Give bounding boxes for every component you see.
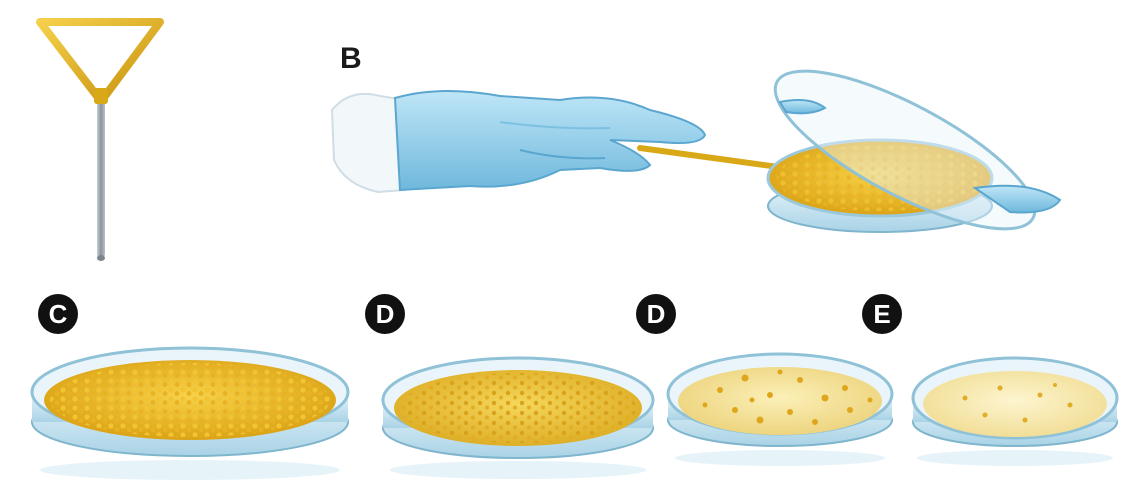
panel-label-b: B bbox=[340, 42, 362, 76]
panel-label-e: E bbox=[862, 294, 902, 334]
spreader-icon bbox=[40, 22, 160, 261]
petri-dish-b bbox=[756, 42, 1060, 258]
panel-label-d1: D bbox=[365, 294, 405, 334]
panel-label-c: C bbox=[38, 294, 78, 334]
petri-dish-c bbox=[32, 348, 348, 456]
petri-dish-d1 bbox=[383, 358, 653, 458]
petri-dish-d2 bbox=[668, 354, 892, 446]
panel-label-d2: D bbox=[636, 294, 676, 334]
petri-dish-e bbox=[913, 358, 1117, 446]
gloved-hand-icon bbox=[332, 91, 705, 192]
